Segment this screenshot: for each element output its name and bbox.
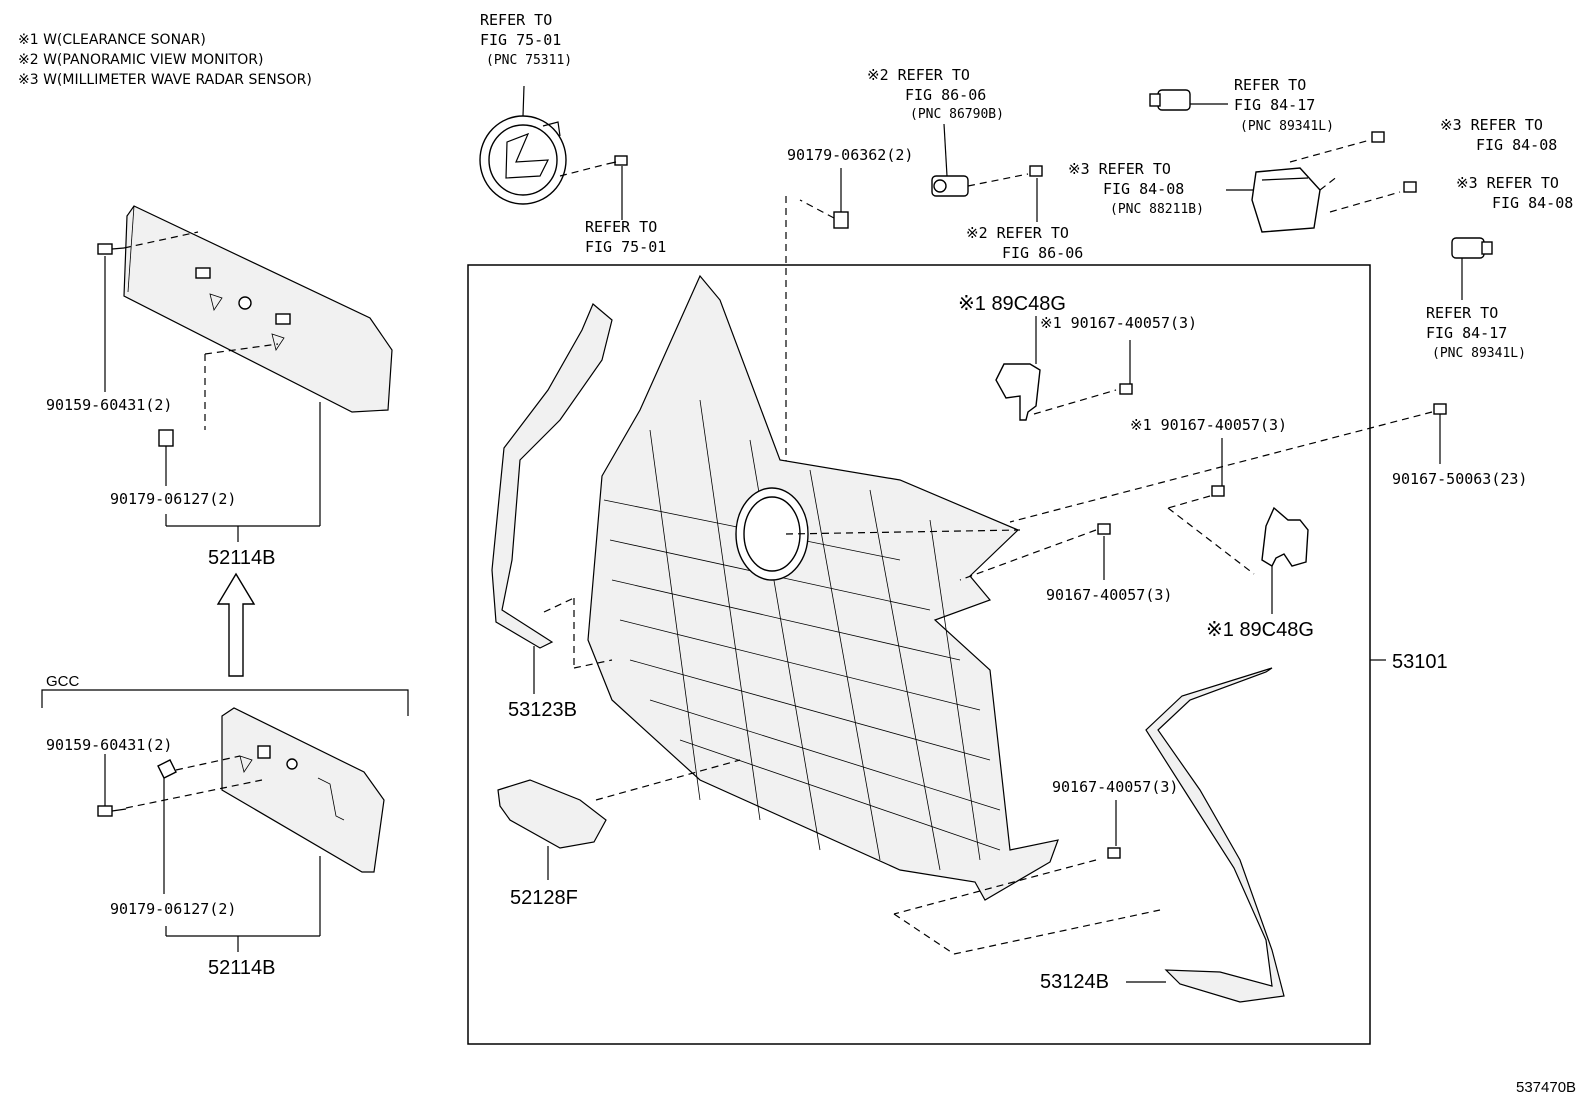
part-grille-assembly: 53101 [1392, 651, 1448, 673]
ref-radar-bolt-bottom-1: ※3 REFER TO [1456, 174, 1559, 192]
screw-mid-group: 90167-40057(3) [959, 523, 1172, 604]
bracket-upper-group: 90159-60431(2) 90179-06127(2) 52114B [46, 205, 393, 569]
molding-right-icon [1145, 667, 1285, 1003]
note-1: ※1 W(CLEARANCE SONAR) [18, 32, 206, 48]
part-bracket-lower: 52114B [208, 957, 275, 979]
ref-radar-bolt-top-2: FIG 84-08 [1476, 136, 1557, 154]
grille-group [587, 274, 1059, 901]
ref-camera-bolt-1: ※2 REFER TO [966, 224, 1069, 242]
arrow-up-icon [216, 572, 256, 677]
radar-bolt-top-icon [1371, 131, 1385, 143]
ref-sonar-right-2: FIG 84-17 [1426, 324, 1507, 342]
screw-lower-group: 90167-40057(3) [893, 778, 1178, 955]
ref-sonar-right-1: REFER TO [1426, 304, 1498, 322]
radar-group: ※3 REFER TO FIG 84-08 (PNC 88211B) ※3 RE… [1068, 116, 1573, 233]
molding-left-icon [491, 303, 613, 649]
part-molding-left: 53123B [508, 699, 577, 721]
part-bolt-left-upper: 90159-60431(2) [46, 396, 172, 414]
nut-left-lower-icon [157, 759, 177, 779]
grille-assembly-group: 53101 [1370, 651, 1448, 673]
molding-left-group: 53123B [491, 303, 613, 721]
ref-emblem-top-3: (PNC 75311) [486, 53, 572, 68]
screw-mid-icon [1097, 523, 1111, 535]
screw-right-icon [1433, 403, 1447, 415]
drawing-id: 537470B [1516, 1079, 1576, 1096]
notes-legend: ※1 W(CLEARANCE SONAR) ※2 W(PANORAMIC VIE… [18, 32, 312, 88]
ref-emblem-bolt-2: FIG 75-01 [585, 238, 666, 256]
ref-sonar-top-3: (PNC 89341L) [1240, 119, 1334, 134]
ref-emblem-bolt-1: REFER TO [585, 218, 657, 236]
ref-radar-bolt-bottom-2: FIG 84-08 [1492, 194, 1573, 212]
ref-radar-1: ※3 REFER TO [1068, 160, 1171, 178]
sonar-right-group: REFER TO FIG 84-17 (PNC 89341L) [1426, 237, 1526, 361]
sonar-top-group: REFER TO FIG 84-17 (PNC 89341L) [1149, 76, 1334, 134]
ref-camera-bolt-2: FIG 86-06 [1002, 244, 1083, 262]
sonar-sensor-icon [1149, 89, 1191, 111]
sonar-sensor-right-icon [1451, 237, 1493, 259]
bolt-left-lower-icon [97, 805, 127, 817]
camera-group: ※2 REFER TO FIG 86-06 (PNC 86790B) ※2 RE… [867, 66, 1083, 262]
part-nut-top: 90179-06362(2) [787, 146, 913, 164]
nut-top-group: 90179-06362(2) [785, 146, 913, 570]
bolt-left-upper-icon [97, 243, 125, 255]
part-screw-s1-top: ※1 90167-40057(3) [1040, 314, 1197, 332]
screw-s1-top-icon [1119, 383, 1133, 395]
nut-left-upper-icon [158, 429, 174, 447]
part-sensor-bracket-mid: ※1 89C48G [1206, 619, 1314, 641]
screw-s1-mid-group: ※1 90167-40057(3) [1130, 416, 1287, 575]
part-bolt-left-lower: 90159-60431(2) [46, 736, 172, 754]
molding-right-group: 53124B [1040, 667, 1285, 1003]
sensor-bracket-mid-icon [1261, 506, 1309, 567]
ref-radar-2: FIG 84-08 [1103, 180, 1184, 198]
ref-radar-3: (PNC 88211B) [1110, 202, 1204, 217]
screw-s1-mid-icon [1211, 485, 1225, 497]
license-bracket-upper-icon [123, 205, 393, 413]
part-molding-right: 53124B [1040, 971, 1109, 993]
assembly-frame [467, 264, 1371, 1045]
clip-nut-icon [833, 211, 849, 229]
sensor-bracket-top-group: ※1 89C48G ※1 90167-40057(3) [958, 293, 1197, 421]
note-3: ※3 W(MILLIMETER WAVE RADAR SENSOR) [18, 72, 312, 88]
ref-sonar-right-3: (PNC 89341L) [1432, 346, 1526, 361]
radar-sensor-icon [1251, 167, 1321, 233]
part-screw-lower: 90167-40057(3) [1052, 778, 1178, 796]
grille-lower-icon [497, 779, 607, 849]
part-grille-lower: 52128F [510, 887, 578, 909]
license-bracket-lower-icon [221, 707, 385, 873]
part-nut-left-upper: 90179-06127(2) [110, 490, 236, 508]
ref-emblem-top-1: REFER TO [480, 11, 552, 29]
note-2: ※2 W(PANORAMIC VIEW MONITOR) [18, 52, 264, 68]
ref-emblem-top-2: FIG 75-01 [480, 31, 561, 49]
sensor-bracket-mid-group: ※1 89C48G [1206, 506, 1314, 641]
part-screw-mid: 90167-40057(3) [1046, 586, 1172, 604]
ref-radar-bolt-top-1: ※3 REFER TO [1440, 116, 1543, 134]
part-screw-right: 90167-50063(23) [1392, 470, 1527, 488]
grille-lower-group: 52128F [497, 759, 741, 909]
ref-camera-top-2: FIG 86-06 [905, 86, 986, 104]
ref-sonar-top-1: REFER TO [1234, 76, 1306, 94]
ref-sonar-top-2: FIG 84-17 [1234, 96, 1315, 114]
gcc-group: GCC 90159-60431(2) 90179-06127(2) 52114B [41, 673, 409, 979]
emblem-bolt-icon [606, 155, 628, 166]
part-screw-s1-mid: ※1 90167-40057(3) [1130, 416, 1287, 434]
camera-bolt-icon [1029, 165, 1043, 177]
emblem-group: REFER TO FIG 75-01 (PNC 75311) REFER TO … [479, 11, 666, 256]
ref-camera-top-3: (PNC 86790B) [910, 107, 1004, 122]
screw-lower-icon [1107, 847, 1121, 859]
sensor-bracket-top-icon [995, 363, 1041, 421]
part-bracket-upper: 52114B [208, 547, 275, 569]
ref-camera-top-1: ※2 REFER TO [867, 66, 970, 84]
radar-bolt-bottom-icon [1403, 181, 1417, 193]
gcc-label: GCC [46, 673, 80, 690]
screw-right-group: 90167-50063(23) [1009, 403, 1527, 523]
part-sensor-bracket-top: ※1 89C48G [958, 293, 1066, 315]
camera-icon [931, 175, 969, 197]
grille-mesh-icon [587, 274, 1059, 901]
part-nut-left-lower: 90179-06127(2) [110, 900, 236, 918]
